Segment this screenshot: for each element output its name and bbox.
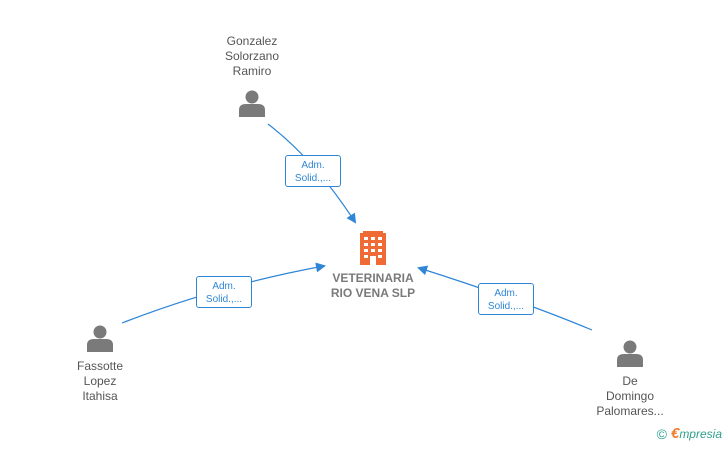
edge-label-line: Solid.,...	[487, 301, 525, 312]
building-icon	[360, 231, 386, 265]
person-icon	[87, 325, 113, 352]
company-name-line: RIO VENA SLP	[330, 286, 416, 300]
edge-label-line: Solid.,...	[205, 294, 243, 305]
edge-label-line: Adm.	[494, 288, 518, 299]
copyright-icon: ©	[656, 425, 667, 442]
person-name-line: Lopez	[83, 374, 117, 388]
person-node-fassotte[interactable]: Fassotte Lopez Itahisa	[60, 324, 140, 404]
person-name-line: Itahisa	[82, 389, 118, 403]
person-name-line: Palomares...	[596, 404, 664, 418]
person-name-line: Fassotte	[76, 359, 124, 373]
company-name[interactable]: VETERINARIA RIO VENA SLP	[318, 271, 428, 301]
brand-footer: © €mpresia	[657, 425, 722, 442]
company-name-line: VETERINARIA	[332, 271, 414, 285]
person-icon	[617, 340, 643, 367]
edge-label-fassotte[interactable]: Adm. Solid.,...	[196, 276, 252, 308]
edge-label-line: Adm.	[301, 160, 325, 171]
person-node-de-domingo[interactable]: De Domingo Palomares...	[582, 339, 678, 419]
edge-label-de-domingo[interactable]: Adm. Solid.,...	[478, 283, 534, 315]
person-name-line: Solorzano	[224, 49, 280, 63]
edge-label-line: Adm.	[212, 281, 236, 292]
person-name-line: De	[622, 374, 638, 388]
person-node-gonzalez[interactable]: Gonzalez Solorzano Ramiro	[212, 34, 292, 117]
edge-label-line: Solid.,...	[294, 173, 332, 184]
person-icon	[239, 90, 265, 117]
brand-logo-text: mpresia	[679, 427, 722, 441]
person-name-line: Domingo	[605, 389, 655, 403]
brand-logo: €mpresia	[671, 425, 722, 442]
brand-logo-initial: €	[670, 425, 680, 442]
person-name-line: Ramiro	[232, 64, 272, 78]
edge-label-gonzalez[interactable]: Adm. Solid.,...	[285, 155, 341, 187]
person-name-line: Gonzalez	[226, 34, 278, 48]
